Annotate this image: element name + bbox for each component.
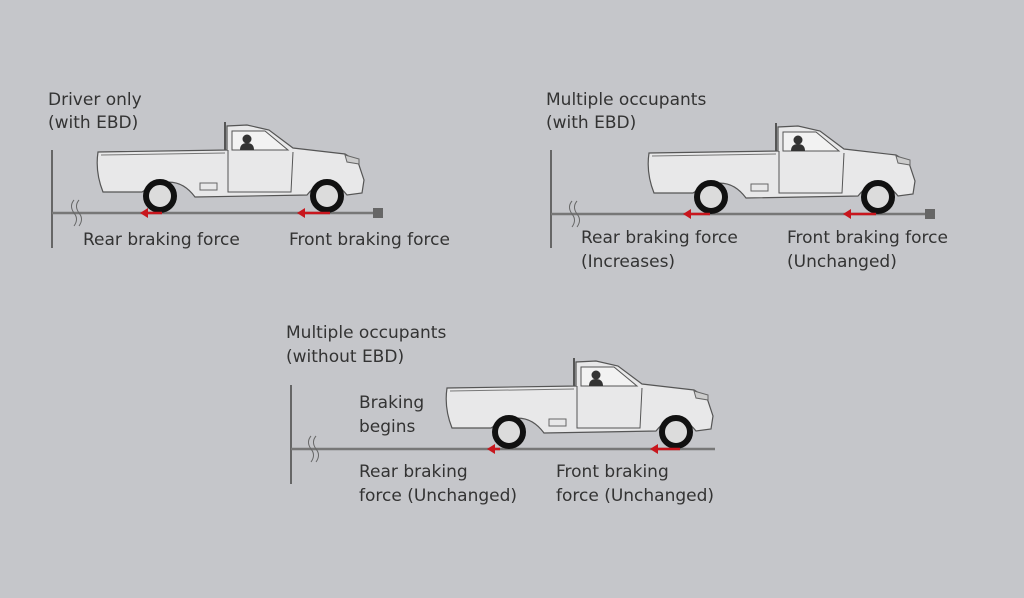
panel-1-title: Driver only: [48, 90, 142, 110]
braking-begins-note-2: begins: [359, 417, 416, 437]
break-mark-icon: [308, 435, 319, 463]
panel-1-subtitle: (with EBD): [48, 113, 139, 133]
front-braking-label: Front braking: [556, 462, 669, 482]
rear-braking-status: (Increases): [581, 252, 676, 272]
rear-braking-status: force (Unchanged): [359, 486, 518, 506]
panel-2-title: Multiple occupants: [546, 90, 707, 110]
rear-braking-label: Rear braking force: [581, 228, 738, 248]
truck-icon: [446, 356, 713, 446]
end-marker: [373, 208, 383, 218]
break-mark-icon: [71, 199, 82, 227]
front-braking-status: (Unchanged): [787, 252, 897, 272]
front-braking-status: force (Unchanged): [556, 486, 715, 506]
panel-multiple-with-ebd-graphics: [550, 121, 935, 248]
break-mark-icon: [569, 200, 580, 228]
panel-multiple-without-ebd-graphics: [290, 356, 715, 484]
panel-3-subtitle: (without EBD): [286, 347, 405, 367]
braking-begins-note: Braking: [359, 393, 425, 413]
panel-driver-only-graphics: [51, 120, 383, 248]
panel-3-title: Multiple occupants: [286, 323, 447, 343]
panel-2-subtitle: (with EBD): [546, 113, 637, 133]
front-braking-label: Front braking force: [289, 230, 450, 250]
front-braking-label: Front braking force: [787, 228, 948, 248]
rear-braking-label: Rear braking: [359, 462, 468, 482]
rear-braking-label: Rear braking force: [83, 230, 240, 250]
truck-icon: [648, 121, 915, 211]
